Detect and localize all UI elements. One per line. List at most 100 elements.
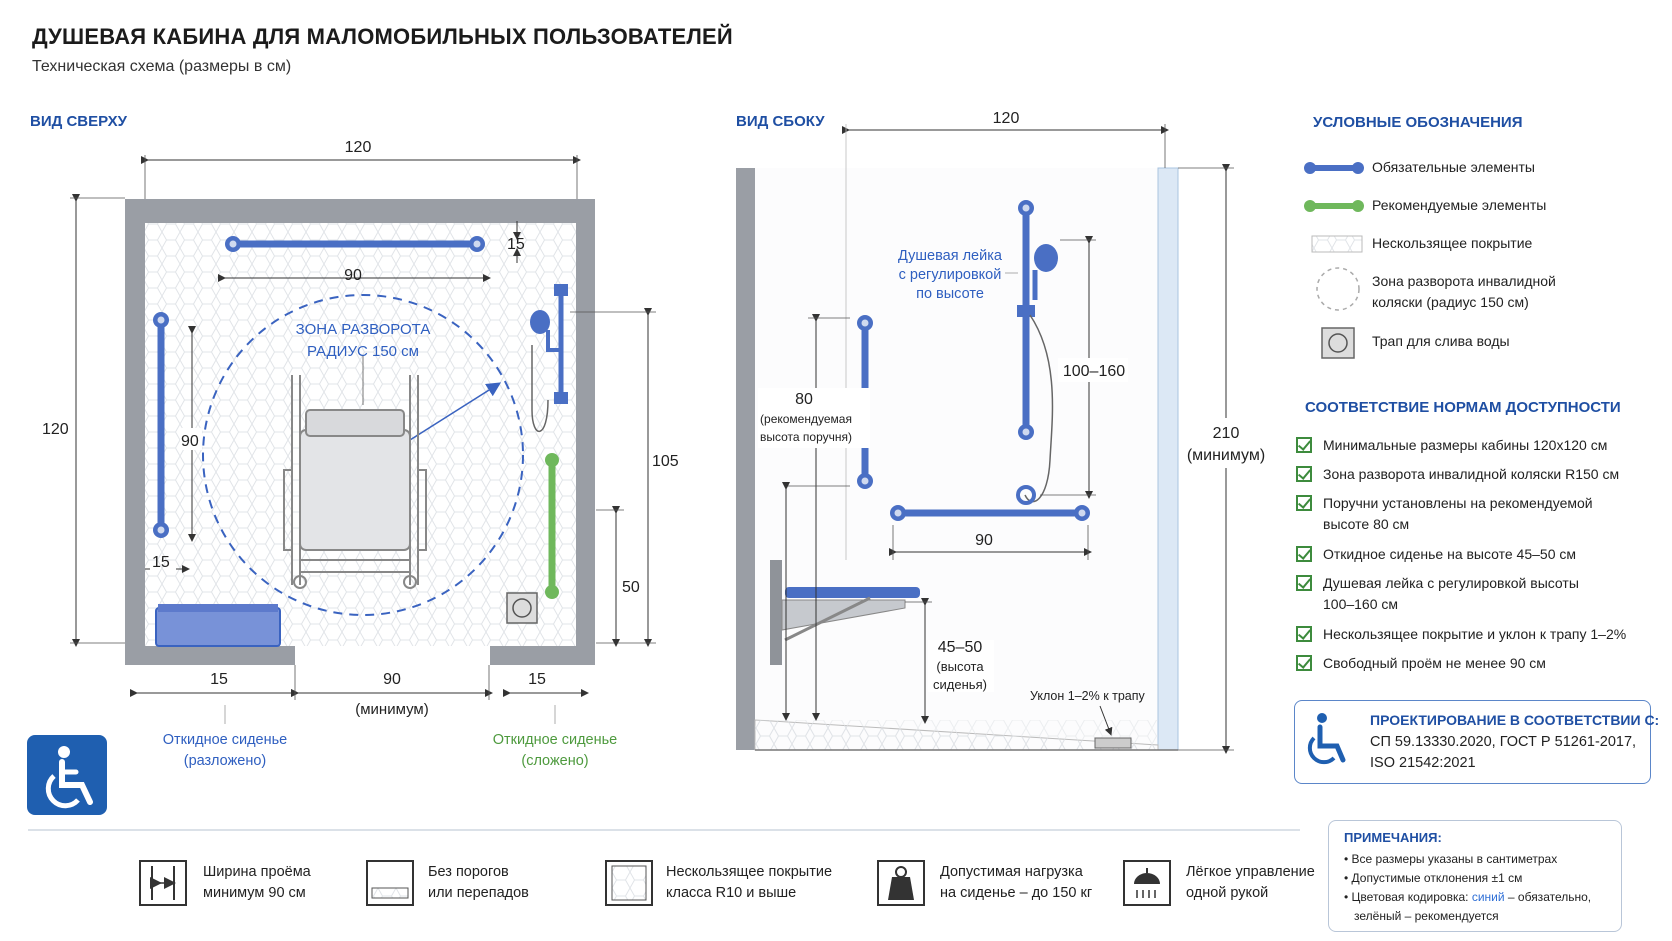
compliance-item-7: Свободный проём не менее 90 см — [1323, 655, 1546, 671]
nonslip-floor-icon — [605, 860, 653, 906]
note-item-3-pre: Цветовая кодировка: — [1351, 890, 1472, 904]
side-dim-height: 210 — [1213, 425, 1240, 442]
side-rail-height-note-2: высота поручня) — [760, 430, 852, 444]
top-view-label: ВИД СВЕРХУ — [30, 113, 128, 130]
dim-top-rail-length: 90 — [344, 267, 362, 284]
seat-folded-label-2: (сложено) — [521, 753, 588, 769]
feature-threshold-line1: Без порогов — [428, 864, 509, 880]
folding-seat-open — [155, 607, 281, 647]
check-icon — [1296, 655, 1312, 671]
check-icon — [1296, 437, 1312, 453]
notes-title: ПРИМЕЧАНИЯ: — [1344, 830, 1442, 845]
legend-symbols: УСЛОВНЫЕ ОБОЗНАЧЕНИЯ СООТВЕТСТВИЕ НОРМАМ… — [1304, 114, 1621, 416]
side-view-elevation: 120 210 (минимум) 80 (рекомендуемая высо… — [736, 110, 1270, 754]
shower-label-3: по высоте — [916, 286, 984, 302]
side-view-label: ВИД СБОКУ — [736, 113, 825, 130]
compliance-item-3b: высоте 80 см — [1323, 516, 1410, 532]
dim-bottom-door: 90 — [383, 671, 401, 688]
feature-control-line2: одной рукой — [1186, 885, 1269, 901]
dim-right-105: 105 — [652, 453, 679, 470]
legend-zone-label-1: Зона разворота инвалидной — [1372, 273, 1556, 289]
seat-folded-label-1: Откидное сиденье — [493, 732, 618, 748]
side-seat-height-note-2: сиденья) — [933, 677, 987, 692]
compliance-item-1: Минимальные размеры кабины 120х120 см — [1323, 437, 1608, 453]
dim-right-50: 50 — [622, 579, 640, 596]
side-seat-height: 45–50 — [938, 639, 983, 656]
top-wall — [125, 199, 595, 223]
dim-top-rail-offset: 15 — [507, 236, 525, 253]
check-icon — [1296, 575, 1312, 591]
feature-nonslip-line2: класса R10 и выше — [666, 885, 797, 901]
wheelchair-accessibility-icon — [27, 735, 107, 815]
dim-top-width: 120 — [345, 139, 372, 156]
left-wall — [125, 199, 145, 665]
side-slope-label: Уклон 1–2% к трапу — [1030, 689, 1146, 703]
compliance-item-6: Нескользящее покрытие и уклон к трапу 1–… — [1323, 626, 1627, 642]
check-icon — [1296, 546, 1312, 562]
compliance-item-4: Откидное сиденье на высоте 45–50 см — [1323, 546, 1577, 562]
note-item-3-blue: синий — [1471, 890, 1505, 904]
drain-icon — [506, 592, 538, 624]
feature-load-line2: на сиденье – до 150 кг — [940, 885, 1093, 901]
legend-zone-symbol — [1316, 267, 1360, 311]
side-wall — [736, 168, 755, 750]
side-rail-height-note-1: (рекомендуемая — [760, 412, 852, 426]
seat-bracket — [770, 560, 782, 665]
page-subtitle: Техническая схема (размеры в см) — [32, 58, 292, 75]
compliance-item-5a: Душевая лейка с регулировкой высоты — [1323, 575, 1579, 591]
feature-threshold-line2: или перепадов — [428, 885, 529, 901]
dim-bottom-left: 15 — [210, 671, 228, 688]
note-item-2: Допустимые отклонения ±1 см — [1344, 869, 1614, 888]
turning-zone-label-2: РАДИУС 150 см — [307, 343, 419, 360]
dim-bottom-door-note: (минимум) — [355, 701, 428, 718]
turning-zone-circle — [202, 294, 524, 616]
side-glass-panel — [1157, 167, 1179, 751]
norms-text: СП 59.13330.2020, ГОСТ Р 51261-2017, ISO… — [1370, 734, 1637, 771]
dim-left-rail-length: 90 — [181, 433, 199, 450]
weight-load-icon — [877, 860, 925, 906]
note-item-4-text: зелёный – рекомендуется — [1354, 909, 1499, 923]
legend-recommended-label: Рекомендуемые элементы — [1372, 197, 1547, 213]
feature-door-line1: Ширина проёма — [203, 864, 311, 880]
seat-open-label-2: (разложено) — [184, 753, 266, 769]
top-view-plan: 120 90 15 120 90 15 105 50 15 90 (мин — [42, 139, 679, 769]
note-item-4: зелёный – рекомендуется — [1344, 907, 1614, 926]
legend-nonslip-label: Нескользящее покрытие — [1372, 235, 1533, 251]
side-dim-height-note: (минимум) — [1187, 447, 1265, 464]
check-icon — [1296, 626, 1312, 642]
legend-drain-label: Трап для слива воды — [1372, 333, 1510, 349]
side-shower-head-icon — [1034, 244, 1058, 272]
side-drain-icon — [1094, 737, 1132, 749]
side-dim-width: 120 — [993, 110, 1020, 127]
feature-control-line1: Лёгкое управление — [1186, 864, 1315, 880]
note-item-3: Цветовая кодировка: синий – обязательно, — [1344, 888, 1614, 907]
legend-title: УСЛОВНЫЕ ОБОЗНАЧЕНИЯ — [1313, 114, 1522, 131]
compliance-item-3a: Поручни установлены на рекомендуемой — [1323, 495, 1593, 511]
norms-box — [1294, 700, 1651, 784]
right-wall — [576, 199, 595, 665]
compliance-title: СООТВЕТСТВИЕ НОРМАМ ДОСТУПНОСТИ — [1305, 399, 1621, 416]
side-folding-seat — [785, 587, 920, 598]
notes-list: Все размеры указаны в сантиметрах Допуст… — [1344, 850, 1614, 926]
check-icon — [1296, 466, 1312, 482]
norms-title: ПРОЕКТИРОВАНИЕ В СООТВЕТСТВИИ С: — [1370, 712, 1660, 728]
side-shower-range: 100–160 — [1063, 363, 1125, 380]
side-seat-height-note-1: (высота — [936, 659, 984, 674]
seat-open-label-1: Откидное сиденье — [163, 732, 288, 748]
compliance-item-5b: 100–160 см — [1323, 596, 1399, 612]
dim-left-rail-offset: 15 — [152, 554, 170, 571]
note-item-1: Все размеры указаны в сантиметрах — [1344, 850, 1614, 869]
dim-top-height: 120 — [42, 421, 69, 438]
legend-nonslip-symbol — [1311, 235, 1363, 253]
page-title: ДУШЕВАЯ КАБИНА ДЛЯ МАЛОМОБИЛЬНЫХ ПОЛЬЗОВ… — [32, 24, 733, 49]
feature-door-line2: минимум 90 см — [203, 885, 306, 901]
shower-head-icon — [530, 310, 550, 334]
shower-label-1: Душевая лейка — [898, 248, 1003, 264]
bottom-wall-left — [125, 646, 295, 665]
turning-zone-label-1: ЗОНА РАЗВОРОТА — [296, 321, 431, 338]
shower-label-2: с регулировкой — [899, 267, 1002, 283]
wheelchair-icon — [283, 375, 427, 589]
no-threshold-icon — [366, 860, 414, 906]
legend-required-label: Обязательные элементы — [1372, 159, 1535, 175]
